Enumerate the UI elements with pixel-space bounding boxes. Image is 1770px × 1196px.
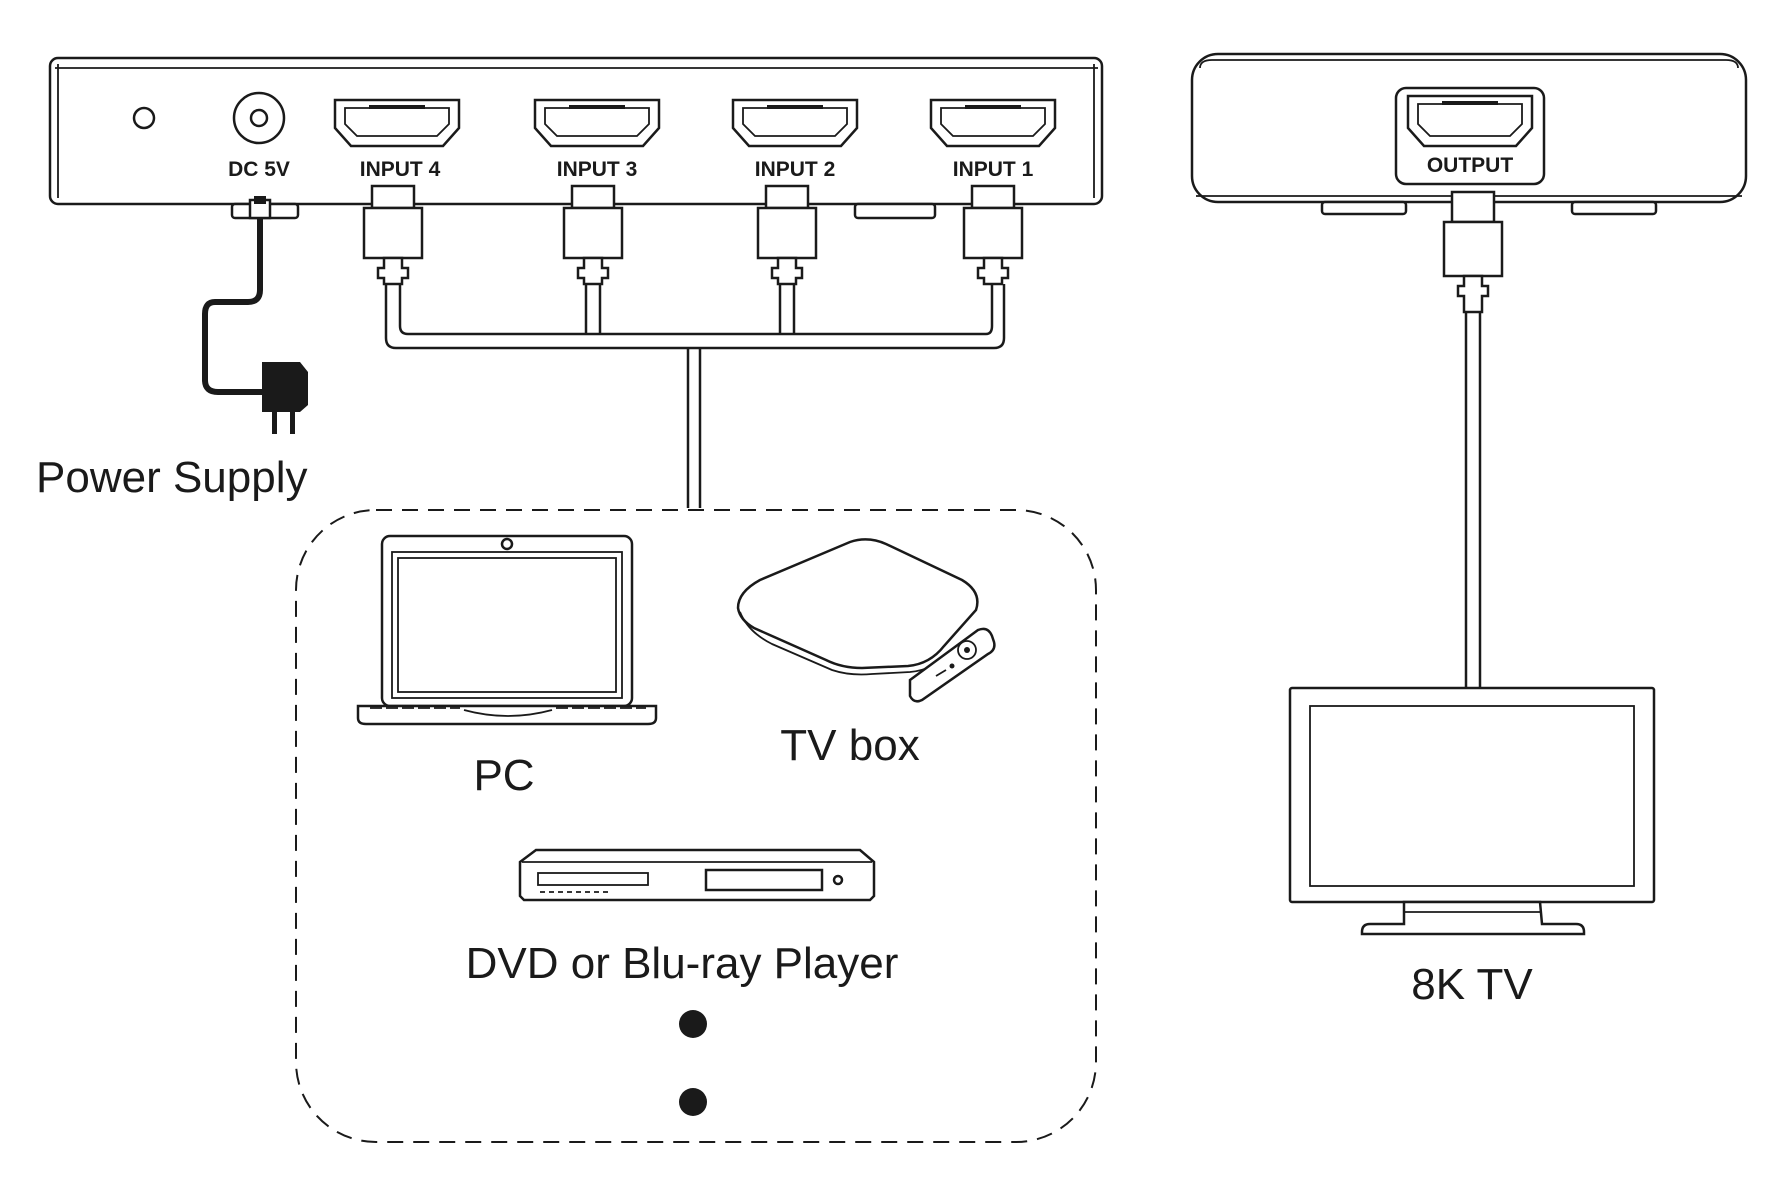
output-cable bbox=[1464, 312, 1482, 690]
dvd-player-icon bbox=[518, 848, 876, 902]
input-3-label: INPUT 3 bbox=[557, 158, 638, 181]
reset-button-icon bbox=[132, 106, 156, 130]
more-devices-dot bbox=[679, 1088, 707, 1116]
hdmi-port-icon bbox=[731, 98, 859, 148]
tv-box-icon bbox=[736, 538, 979, 676]
remote-icon bbox=[908, 627, 996, 703]
power-supply-label: Power Supply bbox=[36, 453, 307, 502]
hdmi-output-unit: OUTPUT bbox=[1190, 52, 1748, 216]
pc-label: PC bbox=[473, 751, 534, 800]
hdmi-plug-icon bbox=[962, 184, 1024, 286]
tv-label: 8K TV bbox=[1411, 960, 1533, 1009]
hdmi-port-icon bbox=[1406, 94, 1534, 148]
more-devices-dot bbox=[679, 1010, 707, 1038]
tv-icon bbox=[1288, 686, 1656, 936]
input-1-label: INPUT 1 bbox=[953, 158, 1034, 181]
hdmi-plug-icon bbox=[1442, 190, 1504, 314]
input-2-label: INPUT 2 bbox=[755, 158, 836, 181]
hdmi-port-icon bbox=[929, 98, 1057, 148]
hdmi-switch: DC 5V INPUT 4 INPUT 3 INPUT 2 INPUT 1 bbox=[48, 56, 1104, 220]
tv-box-label: TV box bbox=[780, 721, 919, 770]
dc-jack-icon bbox=[232, 91, 286, 145]
power-adapter-icon bbox=[202, 196, 308, 434]
hdmi-port-icon bbox=[333, 98, 461, 148]
player-label: DVD or Blu-ray Player bbox=[466, 939, 899, 988]
hdmi-plug-icon bbox=[362, 184, 424, 286]
source-devices-group bbox=[295, 509, 1097, 1143]
hdmi-plug-icon bbox=[756, 184, 818, 286]
hdmi-port-icon bbox=[533, 98, 661, 148]
input-4-label: INPUT 4 bbox=[360, 158, 441, 181]
output-label: OUTPUT bbox=[1427, 154, 1514, 177]
hdmi-plug-icon bbox=[562, 184, 624, 286]
input-cable-bundle bbox=[384, 284, 1006, 508]
laptop-icon bbox=[356, 534, 658, 726]
dc-port-label: DC 5V bbox=[228, 158, 290, 181]
